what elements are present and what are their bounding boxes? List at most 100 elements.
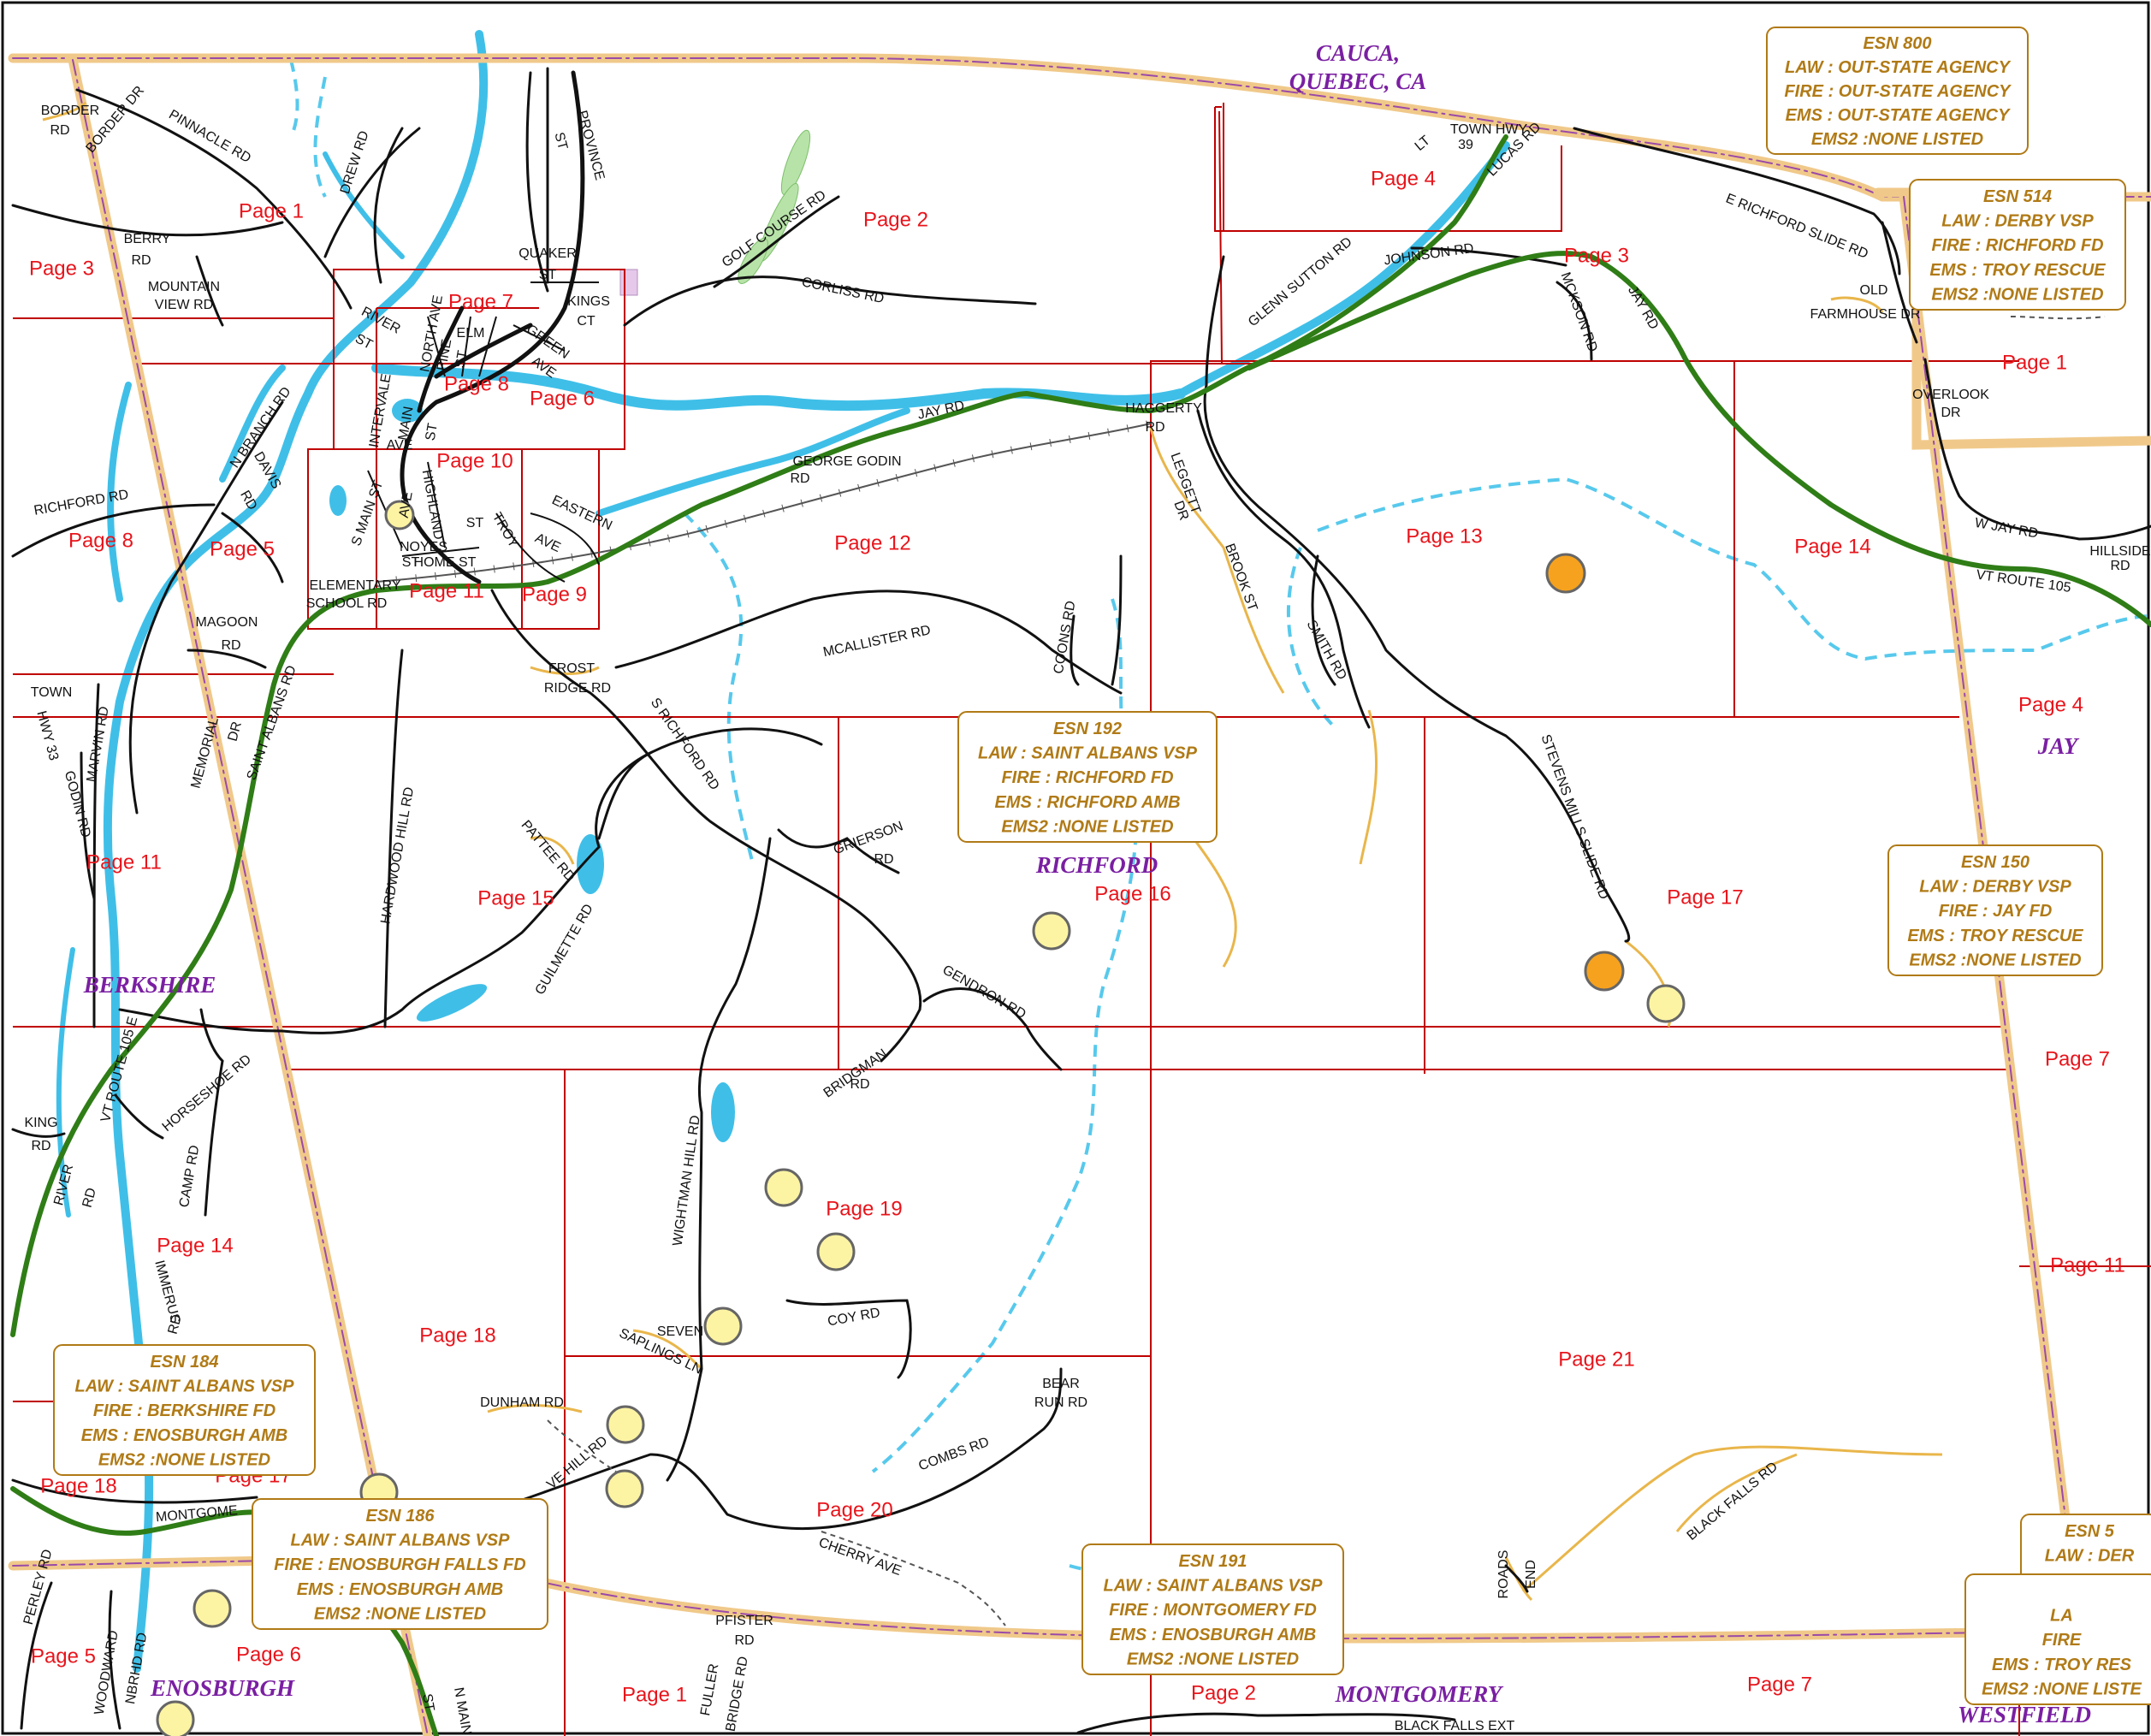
town-streets	[400, 70, 585, 584]
esn-box-frame	[1081, 1543, 1344, 1675]
town-labels: CAUCA,QUEBEC, CARICHFORDJAYBERKSHIREENOS…	[83, 40, 2091, 1727]
road-label: RD	[734, 1633, 754, 1648]
road-label: ST	[551, 131, 570, 151]
road-label: ST	[419, 1692, 436, 1712]
road-label: ST	[539, 268, 557, 282]
page-label: Page 5	[31, 1644, 96, 1668]
esn-box-line: LAW : OUT-STATE AGENCY	[1785, 58, 2012, 77]
page-label: Page 20	[816, 1498, 892, 1521]
road-label: GEORGE GODIN	[792, 454, 901, 469]
page-label: Page 11	[409, 579, 484, 602]
page-label: Page 7	[1747, 1673, 1812, 1696]
page-label: Page 7	[2045, 1047, 2110, 1070]
road-label: 39	[1458, 138, 1473, 152]
road-label: BLACK FALLS EXT	[1395, 1719, 1515, 1733]
road-label: ST	[402, 555, 420, 570]
page-label: Page 15	[477, 886, 554, 909]
esn-box-line: EMS : ENOSBURGH AMB	[1110, 1626, 1316, 1644]
road-label: BERRY	[124, 232, 171, 246]
page-label: Page 8	[444, 372, 509, 395]
page-label: Page 16	[1094, 882, 1170, 905]
town-label: RICHFORD	[1035, 852, 1158, 878]
road-label: PINE	[435, 338, 454, 372]
esn-box-line: ESN 191	[1178, 1552, 1247, 1571]
page-label: Page 14	[157, 1234, 233, 1257]
road-label: ST	[453, 349, 471, 369]
road-label: ROADS	[1496, 1550, 1511, 1599]
page-label: Page 13	[1406, 524, 1482, 548]
esn-box-line: ESN 514	[1983, 187, 2052, 206]
esn-box-line: FIRE : BERKSHIRE FD	[93, 1401, 276, 1420]
road-label: END	[1524, 1560, 1538, 1589]
road-label: MOUNTAIN	[148, 280, 220, 294]
road-label: RD	[131, 253, 151, 268]
page-label: Page 6	[530, 387, 595, 410]
page-label: Page 17	[1667, 886, 1743, 909]
esn-box-frame	[53, 1344, 316, 1476]
page-grid	[13, 103, 2151, 1736]
town-label: CAUCA,	[1316, 40, 1400, 66]
esn-box-line: ESN 184	[150, 1353, 218, 1372]
town-label: JAY	[2037, 733, 2080, 759]
esn-box-line: ESN 192	[1053, 720, 1122, 738]
esn-box-line: FIRE	[2042, 1631, 2082, 1650]
esn-box-line: EMS2 :NONE LISTED	[1001, 818, 1173, 837]
page-label: Page 18	[40, 1474, 116, 1497]
road-label: PFISTER	[715, 1614, 773, 1628]
page-label: Page 5	[210, 537, 275, 560]
roads	[11, 67, 2151, 1734]
esn-box-line: LA	[2050, 1606, 2073, 1625]
road-label: SCHOOL RD	[306, 596, 388, 611]
page-label: Page 1	[622, 1683, 687, 1706]
road-label: AVE	[387, 438, 413, 453]
dashed-roads	[547, 316, 2106, 1626]
road-label: OLD	[1860, 283, 1888, 298]
page-label: Page 10	[436, 449, 513, 472]
esn-box-line: LAW : SAINT ALBANS VSP	[1104, 1576, 1324, 1595]
esn-box-line: FIRE : ENOSBURGH FALLS FD	[274, 1555, 525, 1574]
esn-box-line: EMS2 :NONE LISTED	[98, 1451, 270, 1470]
esn-box-line: EMS2 :NONE LISTE	[1982, 1680, 2142, 1699]
road-label: HAGGERTY	[1125, 401, 1202, 416]
road-label: ST	[466, 516, 484, 530]
road-label: RD	[166, 1313, 185, 1336]
esn-box-line: EMS : TROY RESCUE	[1907, 927, 2083, 945]
page-label: Page 4	[1371, 167, 1436, 190]
page-label: Page 19	[826, 1197, 902, 1220]
road-label: MAGOON	[196, 615, 258, 630]
esn-box-line: LAW : DER	[2045, 1546, 2135, 1565]
esn-box-line: ESN 186	[365, 1507, 435, 1526]
road-label: DR	[1941, 406, 1960, 420]
town-label: MONTGOMERY	[1335, 1681, 1504, 1707]
road-label: OVERLOOK	[1912, 388, 1989, 402]
road-label: QUAKER	[518, 246, 577, 261]
road-label: BEAR	[1042, 1377, 1080, 1391]
esn-box-line: ESN 800	[1863, 34, 1931, 53]
esn-box-line: FIRE : MONTGOMERY FD	[1109, 1601, 1317, 1620]
esn-box-line: LAW : DERBY VSP	[1941, 211, 2094, 230]
road-label: CT	[577, 314, 596, 329]
page-label: Page 18	[419, 1324, 495, 1347]
road-label: RD	[850, 1077, 869, 1092]
road-label: NOYES	[400, 540, 447, 554]
page-label: Page 11	[86, 850, 162, 874]
page-label: Page 3	[1564, 244, 1629, 267]
esn-box-line: EMS2 :NONE LISTED	[1909, 951, 2081, 970]
road-label: HILLSIDE	[2089, 544, 2150, 559]
road-label: TOWN HWY	[1450, 122, 1528, 137]
page-label: Page 2	[863, 208, 928, 231]
page-label: Page 14	[1794, 535, 1870, 558]
page-label: Page 1	[2002, 351, 2067, 374]
town-label: QUEBEC, CA	[1289, 68, 1427, 94]
esn-box-line: FIRE : OUT-STATE AGENCY	[1784, 82, 2012, 101]
road-label: ELEMENTARY	[310, 578, 401, 593]
esn-box-line: EMS2 :NONE LISTED	[314, 1605, 486, 1624]
